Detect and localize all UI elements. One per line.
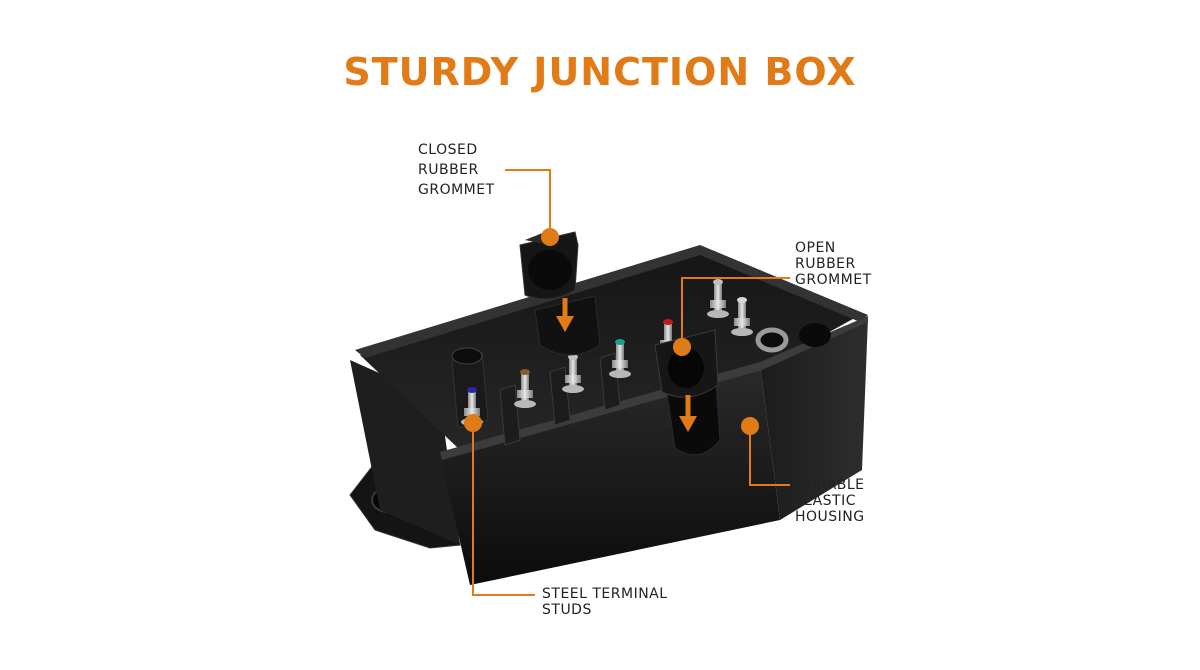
callout-line: CLOSED	[418, 142, 478, 158]
callout-line: GROMMET	[418, 182, 495, 198]
box-rim-front	[440, 316, 868, 460]
callout-closed-rubber-grommet: CLOSED RUBBER GROMMET	[418, 140, 495, 200]
terminal-stud	[707, 279, 729, 318]
terminal-stud	[731, 297, 753, 336]
open-rubber-grommet	[654, 329, 719, 398]
washer	[755, 327, 789, 353]
callout-line: HOUSING	[795, 509, 865, 525]
callout-line: DURABLE	[795, 477, 865, 493]
terminal-stud	[514, 369, 536, 408]
closed-rubber-grommet	[519, 231, 579, 300]
right-grommet-hole	[799, 323, 831, 347]
page-title: STURDY JUNCTION BOX	[343, 50, 857, 94]
terminal-stud	[609, 339, 631, 378]
callout-dots	[464, 228, 759, 435]
callout-line: STEEL TERMINAL	[542, 586, 668, 602]
callout-line: GROMMET	[795, 272, 872, 288]
callout-line: RUBBER	[418, 162, 479, 178]
callout-steel-terminal-studs: STEEL TERMINAL STUDS	[542, 586, 668, 618]
callout-lines	[472, 169, 790, 596]
callout-line: PLASTIC	[795, 493, 856, 509]
callout-line: STUDS	[542, 602, 592, 618]
callout-durable-plastic-housing: DURABLE PLASTIC HOUSING	[795, 477, 865, 525]
callout-open-rubber-grommet: OPEN RUBBER GROMMET	[795, 240, 872, 288]
callout-line: RUBBER	[795, 256, 856, 272]
box-right-face	[760, 318, 868, 520]
callout-line: OPEN	[795, 240, 836, 256]
down-arrows	[556, 298, 697, 432]
